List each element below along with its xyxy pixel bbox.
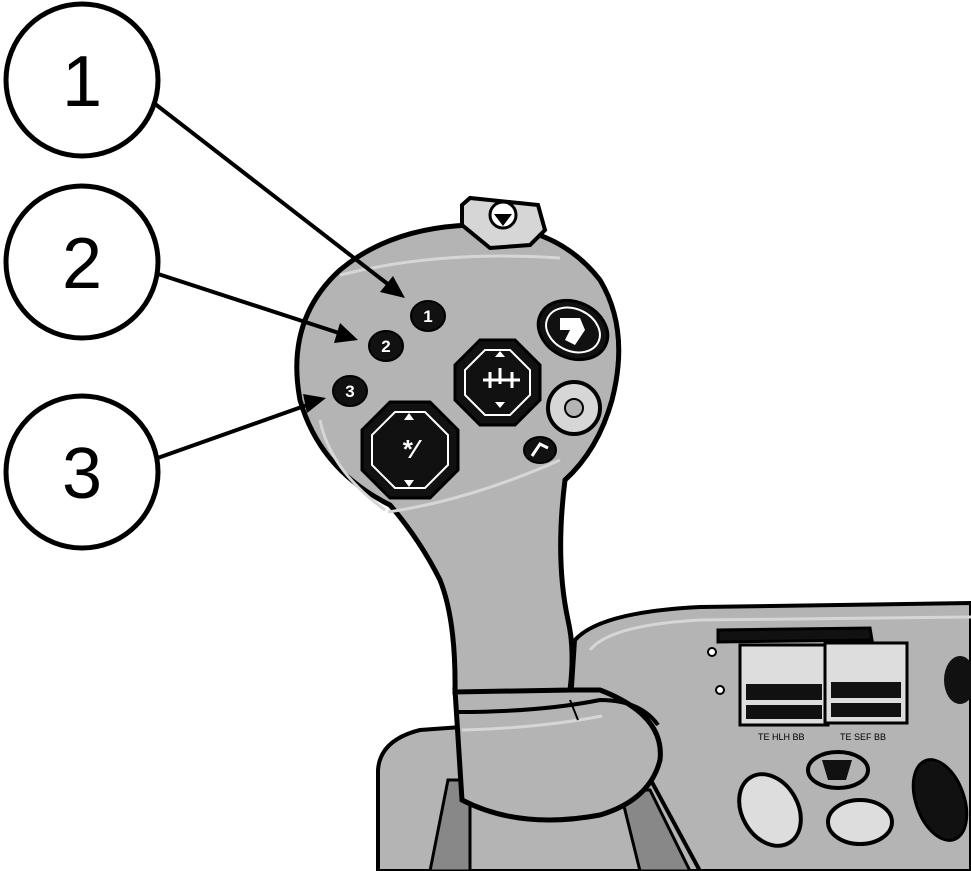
- cruise-control-icon: *⁄: [360, 400, 460, 500]
- round-button-icon: [546, 380, 602, 436]
- callout-2-label: 2: [62, 224, 102, 304]
- callout-1-label: 1: [62, 42, 102, 122]
- hitch-toggle-icon: [453, 338, 542, 427]
- handle-button-2: 2: [368, 330, 404, 362]
- callout-3-label: 3: [62, 434, 102, 514]
- handle-button-3: 3: [332, 375, 368, 407]
- handle-button-1-label: 1: [423, 307, 432, 326]
- svg-text:TE SEF BB: TE SEF BB: [840, 732, 886, 742]
- handle-button-3-label: 3: [345, 382, 354, 401]
- reverser-icon: [523, 436, 557, 464]
- joystick-stem: [452, 687, 663, 823]
- callout-2: 2: [3, 183, 161, 341]
- handle-button-2-label: 2: [381, 337, 390, 356]
- callout-3: 3: [3, 393, 161, 551]
- handle-button-1: 1: [410, 300, 446, 332]
- svg-text:TE HLH BB: TE HLH BB: [758, 732, 805, 742]
- handle-buttons: 1 2 3 *⁄: [332, 298, 610, 500]
- callout-1: 1: [3, 1, 161, 159]
- leader-lines: [148, 98, 405, 462]
- shuttle-button-icon: [536, 298, 610, 362]
